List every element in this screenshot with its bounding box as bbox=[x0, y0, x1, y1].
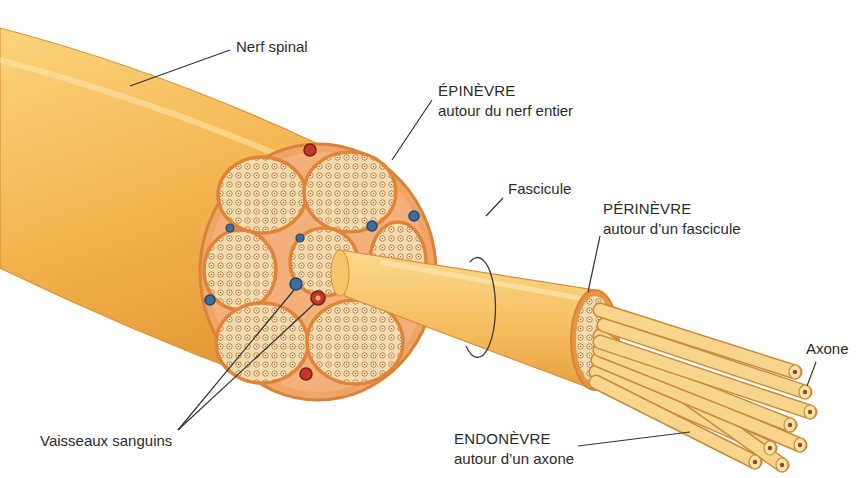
illustration-part bbox=[205, 295, 215, 305]
illustration-part bbox=[764, 441, 776, 455]
illustration-part bbox=[296, 234, 304, 242]
part-label: Nerf spinal bbox=[236, 38, 308, 56]
illustration-part bbox=[216, 303, 308, 383]
part-note: autour d’un axone bbox=[454, 450, 574, 468]
axon-tubes bbox=[596, 310, 816, 472]
illustration-part bbox=[178, 304, 314, 430]
part-label: ÉPINÈVRE bbox=[438, 82, 515, 100]
illustration-part bbox=[130, 50, 230, 86]
part-note: autour d’un fascicule bbox=[603, 220, 741, 238]
illustration-part bbox=[304, 144, 316, 156]
illustration-part bbox=[311, 291, 325, 305]
illustration-part bbox=[380, 262, 590, 300]
illustration-part bbox=[789, 365, 801, 379]
illustration-part bbox=[409, 211, 419, 221]
part-label: PÉRINÈVRE bbox=[603, 200, 692, 218]
illustration-part bbox=[600, 310, 795, 372]
illustration-part bbox=[486, 198, 503, 216]
illustration-part bbox=[749, 455, 761, 469]
illustration-part bbox=[466, 257, 495, 357]
illustration-part bbox=[588, 236, 600, 292]
illustration-part bbox=[799, 385, 811, 399]
illustration-part bbox=[340, 250, 595, 390]
illustration-part bbox=[794, 438, 806, 452]
part-label: Axone bbox=[806, 340, 849, 358]
illustration-part bbox=[793, 370, 797, 374]
illustration-part bbox=[578, 432, 690, 446]
illustration-part bbox=[808, 410, 812, 414]
part-note: autour du nerf entier bbox=[438, 102, 573, 120]
illustration-part bbox=[204, 230, 276, 310]
illustration-part bbox=[331, 250, 349, 296]
illustration-part bbox=[753, 370, 812, 467]
illustration-part bbox=[392, 100, 432, 160]
illustration-part bbox=[290, 278, 302, 290]
illustration-part bbox=[596, 310, 810, 465]
illustration-part bbox=[367, 221, 377, 231]
illustration-part bbox=[784, 418, 796, 432]
illustration-part bbox=[803, 390, 807, 394]
illustration-part bbox=[218, 157, 306, 233]
illustration-part bbox=[776, 458, 788, 472]
illustration-part bbox=[600, 310, 795, 372]
illustration-part bbox=[300, 368, 312, 380]
part-label: Vaisseaux sanguins bbox=[40, 432, 172, 450]
fascicle-tube bbox=[331, 250, 619, 390]
illustration-part bbox=[749, 365, 816, 472]
illustration-part bbox=[178, 290, 294, 430]
part-label: ENDONÈVRE bbox=[454, 430, 551, 448]
illustration-part bbox=[807, 362, 816, 386]
illustration-part bbox=[788, 423, 792, 427]
illustration-part bbox=[753, 460, 757, 464]
illustration-part bbox=[290, 228, 358, 296]
illustration-part bbox=[780, 463, 784, 467]
leader-lines bbox=[130, 50, 816, 446]
illustration-part bbox=[316, 296, 321, 301]
illustration-part bbox=[304, 152, 396, 232]
illustration-part bbox=[0, 60, 290, 160]
illustration-part bbox=[804, 405, 816, 419]
illustration-part bbox=[768, 446, 772, 450]
illustration-part bbox=[226, 224, 234, 232]
illustration-part bbox=[798, 443, 802, 447]
part-label: Fascicule bbox=[508, 180, 571, 198]
